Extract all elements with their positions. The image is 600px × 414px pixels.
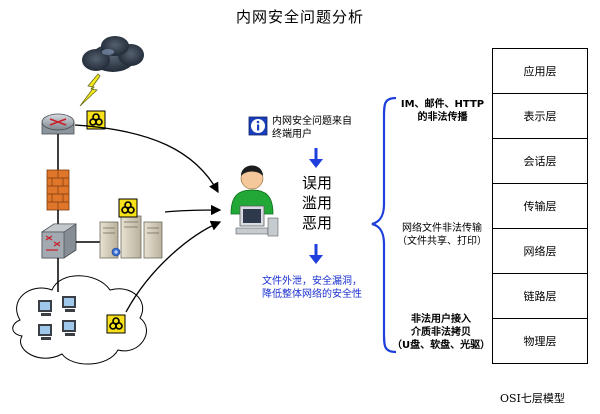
osi-layer-physical: 物理层 <box>492 318 588 364</box>
info-text: 内网安全问题来自 终端用户 <box>272 115 352 141</box>
threat-3-line-2: 介质非法拷贝 <box>411 327 471 338</box>
misuse-word-2: 滥用 <box>302 194 333 212</box>
misuse-word-1: 误用 <box>302 174 333 192</box>
osi-layer-presentation: 表示层 <box>492 93 588 139</box>
arrow-internet-to-user <box>74 124 219 194</box>
server-icon <box>99 215 163 259</box>
effect-line-1: 文件外泄，安全漏洞， <box>262 276 362 287</box>
osi-layer-network: 网络层 <box>492 228 588 274</box>
router-icon <box>41 113 75 135</box>
switch-icon <box>41 223 77 259</box>
osi-layer-transport: 传输层 <box>492 183 588 229</box>
firewall-icon <box>46 169 70 211</box>
threat-1-line-1: IM、邮件、HTTP <box>400 99 485 110</box>
info-icon <box>248 116 268 136</box>
blue-down-arrow-2 <box>309 244 323 264</box>
biohazard-icon <box>86 110 138 334</box>
osi-layer-session: 会话层 <box>492 138 588 184</box>
lightning-icon <box>79 73 101 107</box>
osi-layer-datalink: 链路层 <box>492 273 588 319</box>
blue-down-arrow-1 <box>309 148 323 168</box>
curly-brace <box>371 96 397 354</box>
page-title: 内网安全问题分析 <box>235 8 364 26</box>
threat-2-line-2: （文件共享、打印） <box>397 236 487 247</box>
info-line-2: 终端用户 <box>272 129 312 140</box>
arrow-servers-to-user <box>164 204 222 216</box>
threat-illegal-access: 非法用户接入 介质非法拷贝 （U盘、软盘、光驱） <box>392 313 490 352</box>
threat-network-file: 网络文件非法传输 （文件共享、打印） <box>394 222 490 248</box>
effect-line-2: 降低整体网络的安全性 <box>262 289 362 300</box>
threat-1-line-2: 的非法传播 <box>417 112 468 123</box>
lan-cloud-outline <box>12 275 147 365</box>
arrow-lan-to-user <box>125 220 222 313</box>
cloud-icon <box>82 36 144 72</box>
osi-layer-application: 应用层 <box>492 48 588 94</box>
misuse-list: 误用 滥用 恶用 <box>302 173 332 233</box>
computer-icon <box>38 296 76 340</box>
threat-3-line-1: 非法用户接入 <box>411 314 471 325</box>
osi-layer-stack: 应用层 表示层 会话层 传输层 网络层 链路层 物理层 <box>492 48 588 364</box>
info-line-1: 内网安全问题来自 <box>272 116 352 127</box>
threat-3-line-3: （U盘、软盘、光驱） <box>392 340 491 351</box>
threat-im-mail-http: IM、邮件、HTTP 的非法传播 <box>400 98 485 124</box>
osi-caption: OSI七层模型 <box>500 392 565 405</box>
misuse-word-3: 恶用 <box>302 214 333 232</box>
user-icon <box>230 165 279 237</box>
effect-text: 文件外泄，安全漏洞， 降低整体网络的安全性 <box>262 275 362 301</box>
threat-2-line-1: 网络文件非法传输 <box>402 223 482 234</box>
